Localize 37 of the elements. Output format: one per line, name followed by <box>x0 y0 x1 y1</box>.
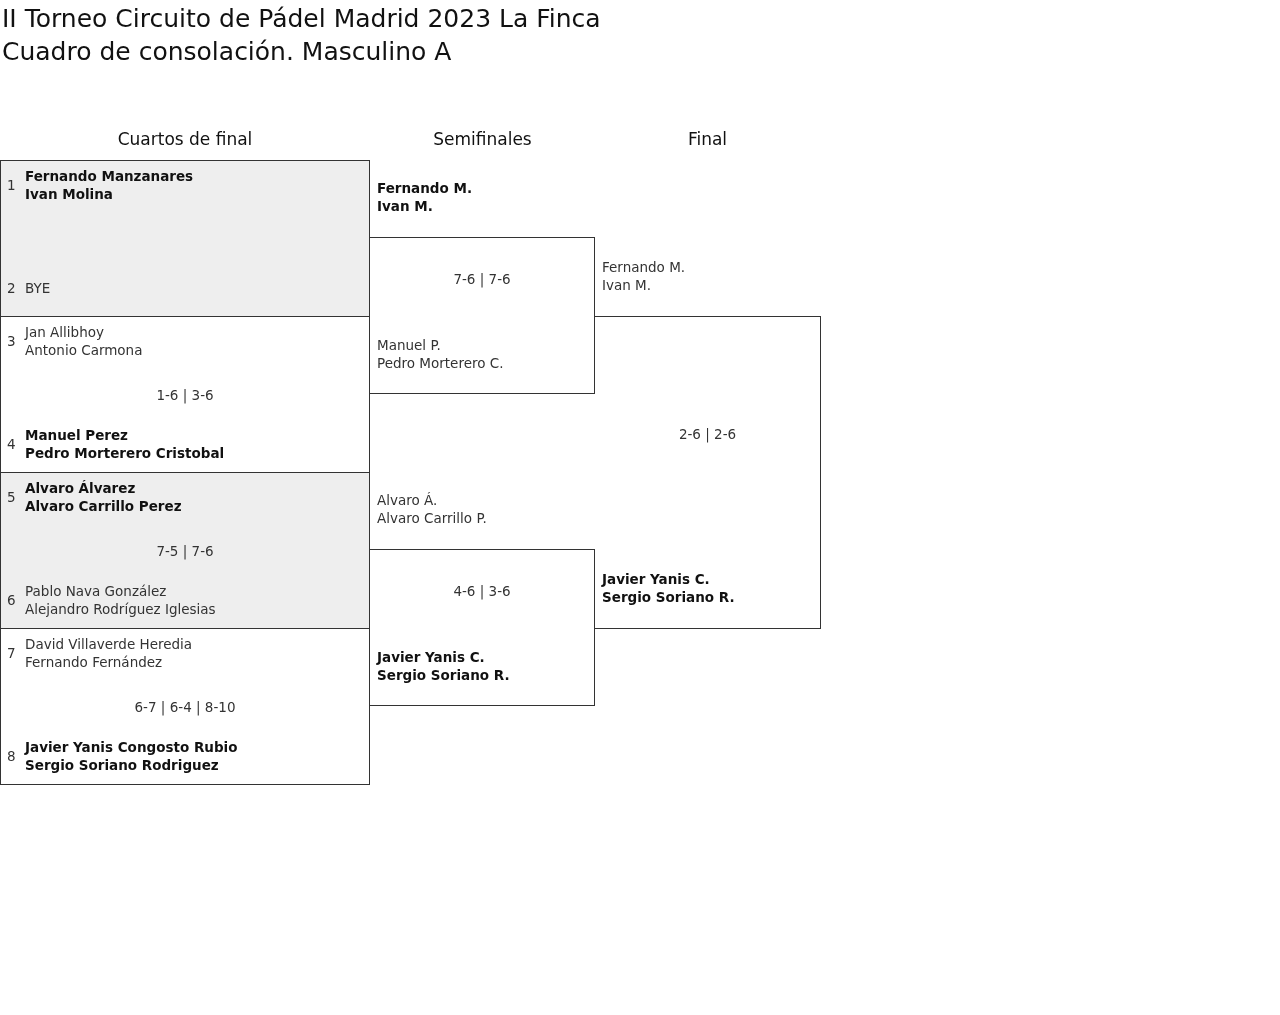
team-names: Fernando M. Ivan M. <box>377 179 473 215</box>
team-names: Manuel P. Pedro Morterero C. <box>377 336 504 372</box>
match-box <box>0 628 370 785</box>
match-score: 7-6 | 7-6 <box>453 271 511 287</box>
seed-number: 4 <box>7 435 16 453</box>
team-names: Javier Yanis C. Sergio Soriano R. <box>377 648 510 684</box>
seed-number: 5 <box>7 488 16 506</box>
page-subtitle: Cuadro de consolación. Masculino A <box>2 36 452 68</box>
team-names: Javier Yanis C. Sergio Soriano R. <box>602 570 735 606</box>
column-heading: Semifinales <box>433 129 532 149</box>
match-score: 7-5 | 7-6 <box>156 543 214 559</box>
column-heading: Final <box>687 129 728 149</box>
match-box <box>0 160 370 317</box>
match-box <box>0 472 370 629</box>
seed-number: 6 <box>7 591 16 609</box>
match-score: 6-7 | 6-4 | 8-10 <box>134 699 236 715</box>
seed-number: 3 <box>7 332 16 350</box>
match-score: 2-6 | 2-6 <box>678 426 737 442</box>
column-heading: Cuartos de final <box>117 129 253 149</box>
match-box <box>0 316 370 473</box>
team-names: David Villaverde Heredia Fernando Fernández <box>25 635 193 671</box>
team-names: Fernando Manzanares Ivan Molina <box>25 167 194 203</box>
team-names: Alvaro Álvarez Alvaro Carrillo Perez <box>25 479 182 515</box>
seed-number: 2 <box>7 279 16 297</box>
team-names: Fernando M. Ivan M. <box>602 258 686 294</box>
seed-number: 7 <box>7 644 16 662</box>
team-names: Jan Allibhoy Antonio Carmona <box>25 323 143 359</box>
team-names: Javier Yanis Congosto Rubio Sergio Soriano Rodriguez <box>25 738 238 774</box>
seed-number: 8 <box>7 747 16 765</box>
page-title: II Torneo Circuito de Pádel Madrid 2023 La Finca <box>2 3 601 35</box>
match-score: 1-6 | 3-6 <box>156 387 214 403</box>
match-score: 4-6 | 3-6 <box>453 583 511 599</box>
team-names: Pablo Nava González Alejandro Rodríguez Iglesias <box>25 582 216 618</box>
team-names: Manuel Perez Pedro Morterero Cristobal <box>25 426 225 462</box>
seed-number: 1 <box>7 176 16 194</box>
team-names: Alvaro Á. Alvaro Carrillo P. <box>377 491 487 527</box>
team-names: BYE <box>25 279 51 297</box>
